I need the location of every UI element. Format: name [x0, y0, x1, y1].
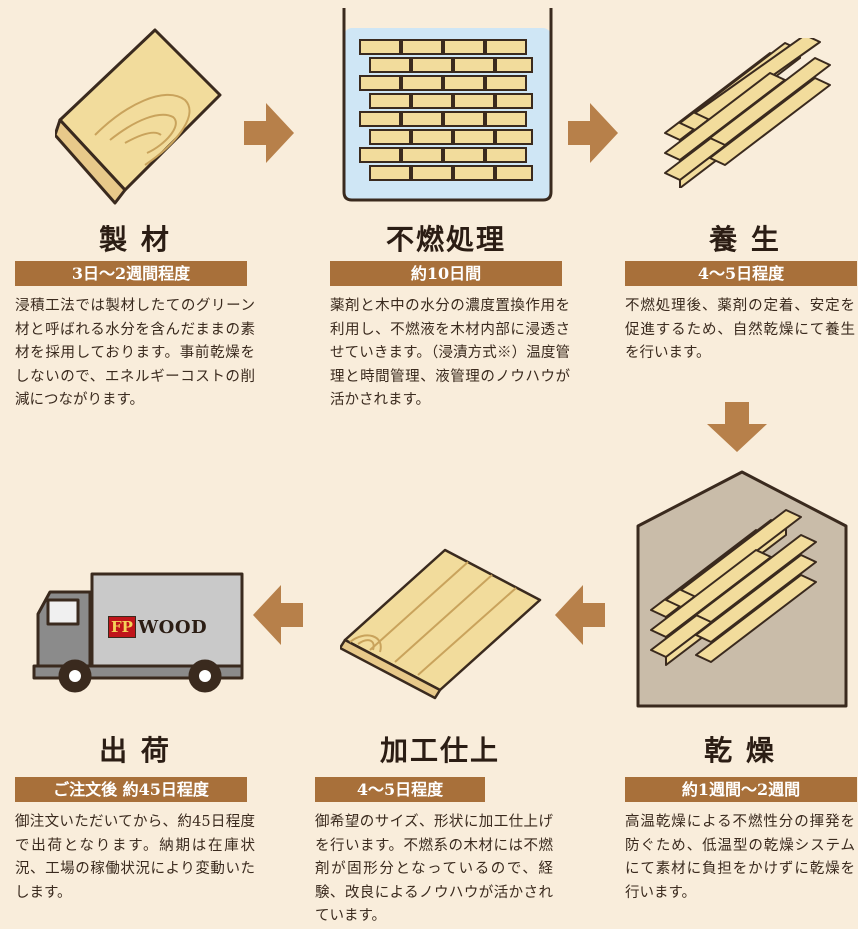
- arrow-right-icon: [244, 103, 294, 163]
- step-description-kako: 御希望のサイズ、形状に加工仕上げを行います。不燃系の木材には不燃剤が固形分となっ…: [315, 814, 553, 924]
- step-duration-kako: 4〜5日程度: [315, 777, 485, 802]
- fpwood-logo-mark: FP: [108, 616, 136, 638]
- step-title-kanso: 乾 燥: [704, 734, 776, 767]
- step-title-shukka: 出 荷: [99, 734, 171, 767]
- fpwood-logo: FP WOOD: [108, 616, 207, 638]
- delivery-truck-illustration: FP WOOD: [30, 572, 245, 697]
- arrow-left-icon: [555, 585, 605, 645]
- step-description-seizai: 浸積工法では製材したてのグリーン材と呼ばれる水分を含んだままの素材を採用しており…: [15, 298, 255, 408]
- step-duration-kanso: 約1週間〜2週間: [625, 777, 857, 802]
- finished-planks-illustration: [340, 548, 542, 700]
- step-duration-funen: 約10日間: [330, 261, 562, 286]
- step-duration-shukka: ご注文後 約45日程度: [15, 777, 247, 802]
- stacked-lumber-illustration: [664, 38, 831, 188]
- arrow-left-icon: [253, 585, 303, 645]
- lumber-log-illustration: [55, 28, 222, 205]
- drying-kiln-illustration: [636, 470, 848, 708]
- step-duration-seizai: 3日〜2週間程度: [15, 261, 247, 286]
- tank-illustration: [342, 8, 553, 202]
- step-description-shukka: 御注文いただいてから、約45日程度で出荷となります。納期は在庫状況、工場の稼働状…: [15, 814, 255, 901]
- step-title-kako: 加工仕上: [379, 734, 500, 767]
- arrow-right-icon: [568, 103, 618, 163]
- step-title-seizai: 製 材: [99, 223, 171, 256]
- step-title-funen: 不燃処理: [385, 223, 506, 256]
- step-title-yojo: 養 生: [709, 223, 781, 256]
- arrow-down-icon: [707, 402, 767, 452]
- step-description-yojo: 不燃処理後、薬剤の定着、安定を促進するため、自然乾燥にて養生を行います。: [625, 298, 855, 361]
- fpwood-logo-text: WOOD: [137, 616, 208, 638]
- step-duration-yojo: 4〜5日程度: [625, 261, 857, 286]
- step-description-funen: 薬剤と木中の水分の濃度置換作用を利用し、不燃液を木材内部に浸透させていきます。（…: [330, 298, 570, 408]
- step-description-kanso: 高温乾燥による不燃性分の揮発を防ぐため、低温型の乾燥システムにて素材に負担をかけ…: [625, 814, 855, 901]
